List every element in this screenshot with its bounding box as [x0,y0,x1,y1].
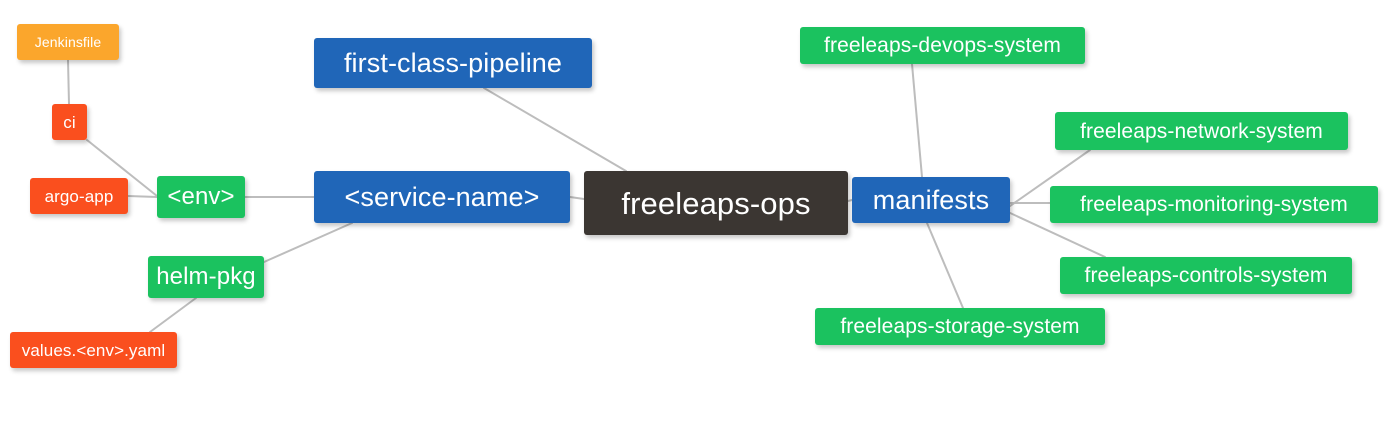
mindmap-node-storage[interactable]: freeleaps-storage-system [815,308,1105,345]
edge-manifests-to-devops [911,63,923,178]
node-label: argo-app [44,186,114,206]
node-label: freeleaps-storage-system [840,315,1080,338]
mindmap-node-argo-app[interactable]: argo-app [30,178,128,214]
mindmap-node-ci[interactable]: ci [52,104,87,140]
mindmap-node-network[interactable]: freeleaps-network-system [1055,112,1348,150]
mindmap-node-root[interactable]: freeleaps-ops [584,171,848,235]
mindmap-node-service-name[interactable]: <service-name> [314,171,570,223]
node-label: first-class-pipeline [343,47,563,78]
node-label: Jenkinsfile [34,34,102,50]
mindmap-node-pipeline[interactable]: first-class-pipeline [314,38,592,88]
edge-manifests-to-storage [926,222,964,309]
mindmap-node-monitoring[interactable]: freeleaps-monitoring-system [1050,186,1378,223]
node-label: helm-pkg [156,263,256,290]
node-label: freeleaps-network-system [1080,119,1323,143]
node-label: <env> [167,183,235,210]
node-label: freeleaps-monitoring-system [1080,193,1348,216]
edge-values-yaml-to-helm-pkg [149,297,197,333]
mindmap-node-devops[interactable]: freeleaps-devops-system [800,27,1085,64]
edge-argo-app-to-env [127,195,158,198]
node-label: manifests [872,184,990,215]
edge-service-name-to-root [569,196,585,200]
node-label: <service-name> [344,181,540,212]
node-label: ci [63,112,76,132]
edge-helm-pkg-to-service-name [263,222,353,263]
mindmap-node-controls[interactable]: freeleaps-controls-system [1060,257,1352,294]
mindmap-node-manifests[interactable]: manifests [852,177,1010,223]
node-label: freeleaps-controls-system [1084,264,1328,287]
mindmap-node-env[interactable]: <env> [157,176,245,218]
node-label: values.<env>.yaml [21,340,166,360]
edge-jenkinsfile-to-ci [67,59,70,105]
node-label: freeleaps-devops-system [824,34,1061,57]
mindmap-node-jenkinsfile[interactable]: Jenkinsfile [17,24,119,60]
edge-pipeline-to-root [483,87,627,172]
mindmap-node-values-yaml[interactable]: values.<env>.yaml [10,332,177,368]
mindmap-node-helm-pkg[interactable]: helm-pkg [148,256,264,298]
node-label: freeleaps-ops [621,185,811,221]
